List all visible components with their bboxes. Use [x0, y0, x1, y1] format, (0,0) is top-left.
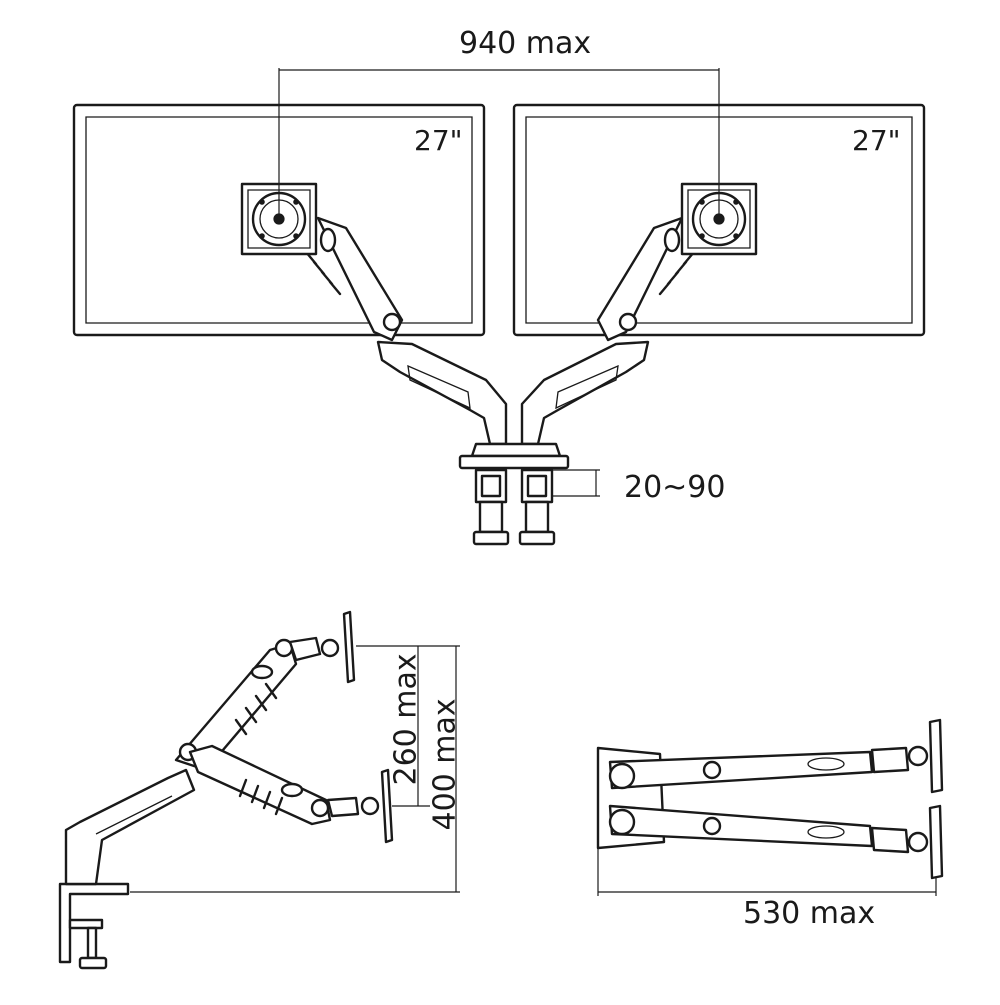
side-view — [60, 612, 460, 968]
right-monitor-size-label: 27" — [852, 124, 901, 157]
side-upper-arm-raised — [176, 612, 354, 770]
side-lower-arm — [66, 770, 194, 884]
side-dimensions — [130, 646, 460, 892]
top-view — [598, 720, 942, 896]
left-arm — [306, 218, 506, 444]
desk-base-and-clamps — [460, 444, 568, 544]
clamp-range-label: 20~90 — [624, 470, 726, 505]
front-view — [74, 68, 924, 544]
top-upper-arm — [610, 720, 942, 792]
top-lower-arm — [610, 806, 942, 878]
reach-label: 530 max — [743, 896, 876, 931]
clamp-dimension — [552, 470, 600, 496]
side-upper-arm-lowered — [190, 746, 392, 842]
left-monitor-size-label: 27" — [414, 124, 463, 157]
top-dimension — [598, 848, 936, 896]
span-label: 940 max — [459, 26, 592, 61]
span-dimension — [279, 68, 719, 219]
side-clamp — [60, 884, 128, 968]
upper-height-label: 260 max — [388, 653, 424, 786]
right-arm — [522, 218, 694, 444]
total-height-label: 400 max — [427, 698, 463, 831]
